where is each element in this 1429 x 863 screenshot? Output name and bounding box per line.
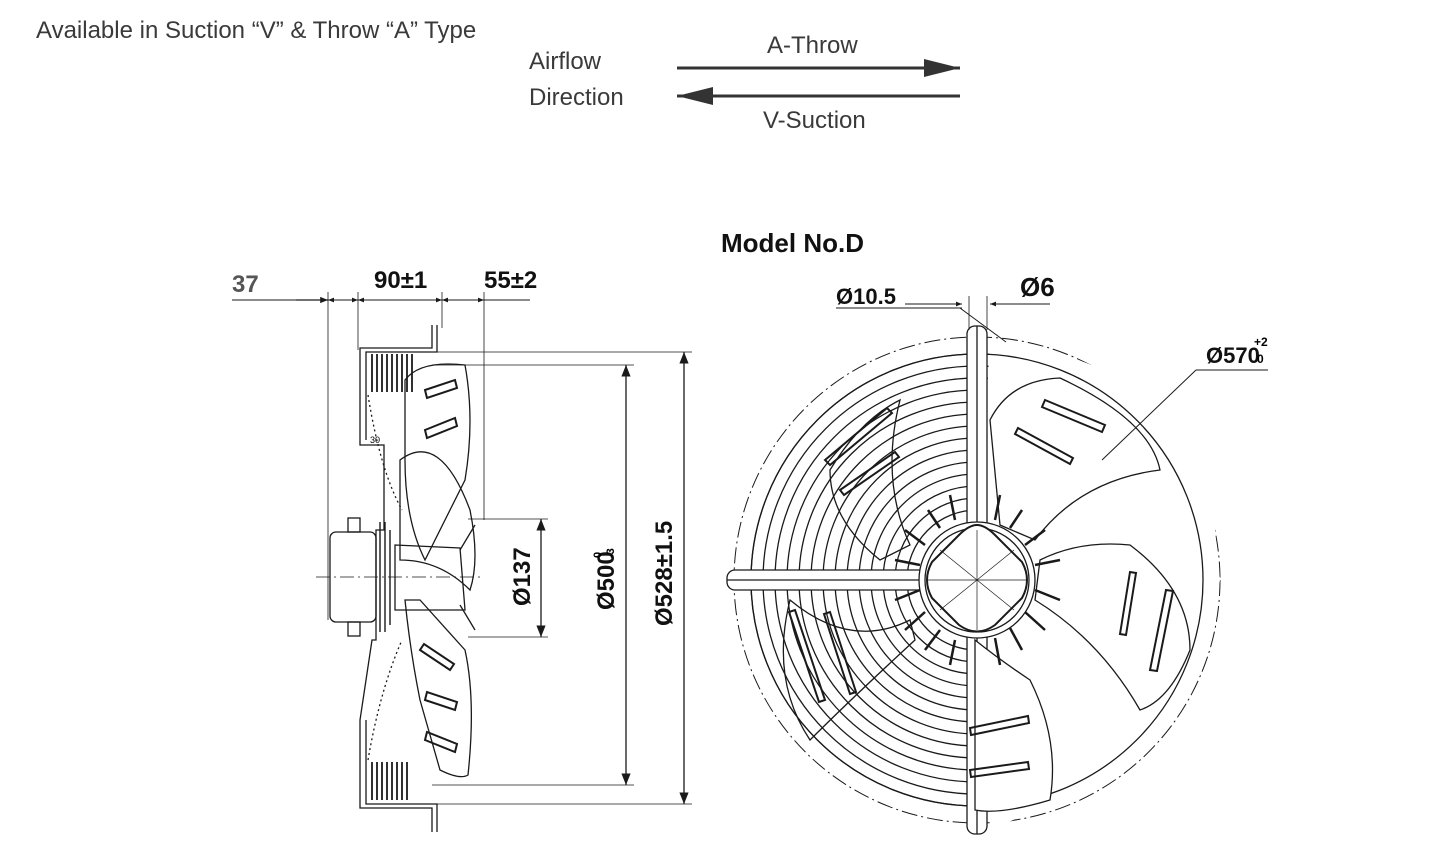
suction-label: V-Suction (763, 107, 866, 134)
dim-6: Ø6 (1020, 272, 1055, 302)
dim-30: 30 (370, 435, 380, 445)
airflow-arrows (677, 59, 960, 105)
throw-label: A-Throw (767, 32, 858, 59)
dim-528: Ø528±1.5 (651, 521, 678, 626)
dim-570: Ø570 (1206, 343, 1260, 368)
side-view (232, 292, 692, 832)
model-title: Model No.D (721, 228, 864, 258)
dim-570-tol-upper: +2 (1254, 335, 1268, 349)
dim-137: Ø137 (509, 547, 536, 606)
dim-55: 55±2 (484, 267, 537, 294)
dim-500-tol-upper: 0 (592, 552, 604, 558)
dim-90: 90±1 (374, 267, 427, 294)
front-view (726, 296, 1268, 835)
availability-note: Available in Suction “V” & Throw “A” Typ… (36, 17, 477, 44)
dim-500: Ø500 (593, 551, 620, 610)
throw-arrowhead (924, 59, 960, 77)
airflow-label-line1: Airflow (529, 48, 602, 75)
dim-500-tol-lower: -3 (605, 548, 617, 558)
airflow-label-line2: Direction (529, 84, 624, 111)
suction-arrowhead (677, 87, 713, 105)
dim-10-5: Ø10.5 (836, 284, 896, 309)
dim-570-tol-lower: 0 (1257, 352, 1264, 366)
dim-37: 37 (232, 271, 259, 298)
